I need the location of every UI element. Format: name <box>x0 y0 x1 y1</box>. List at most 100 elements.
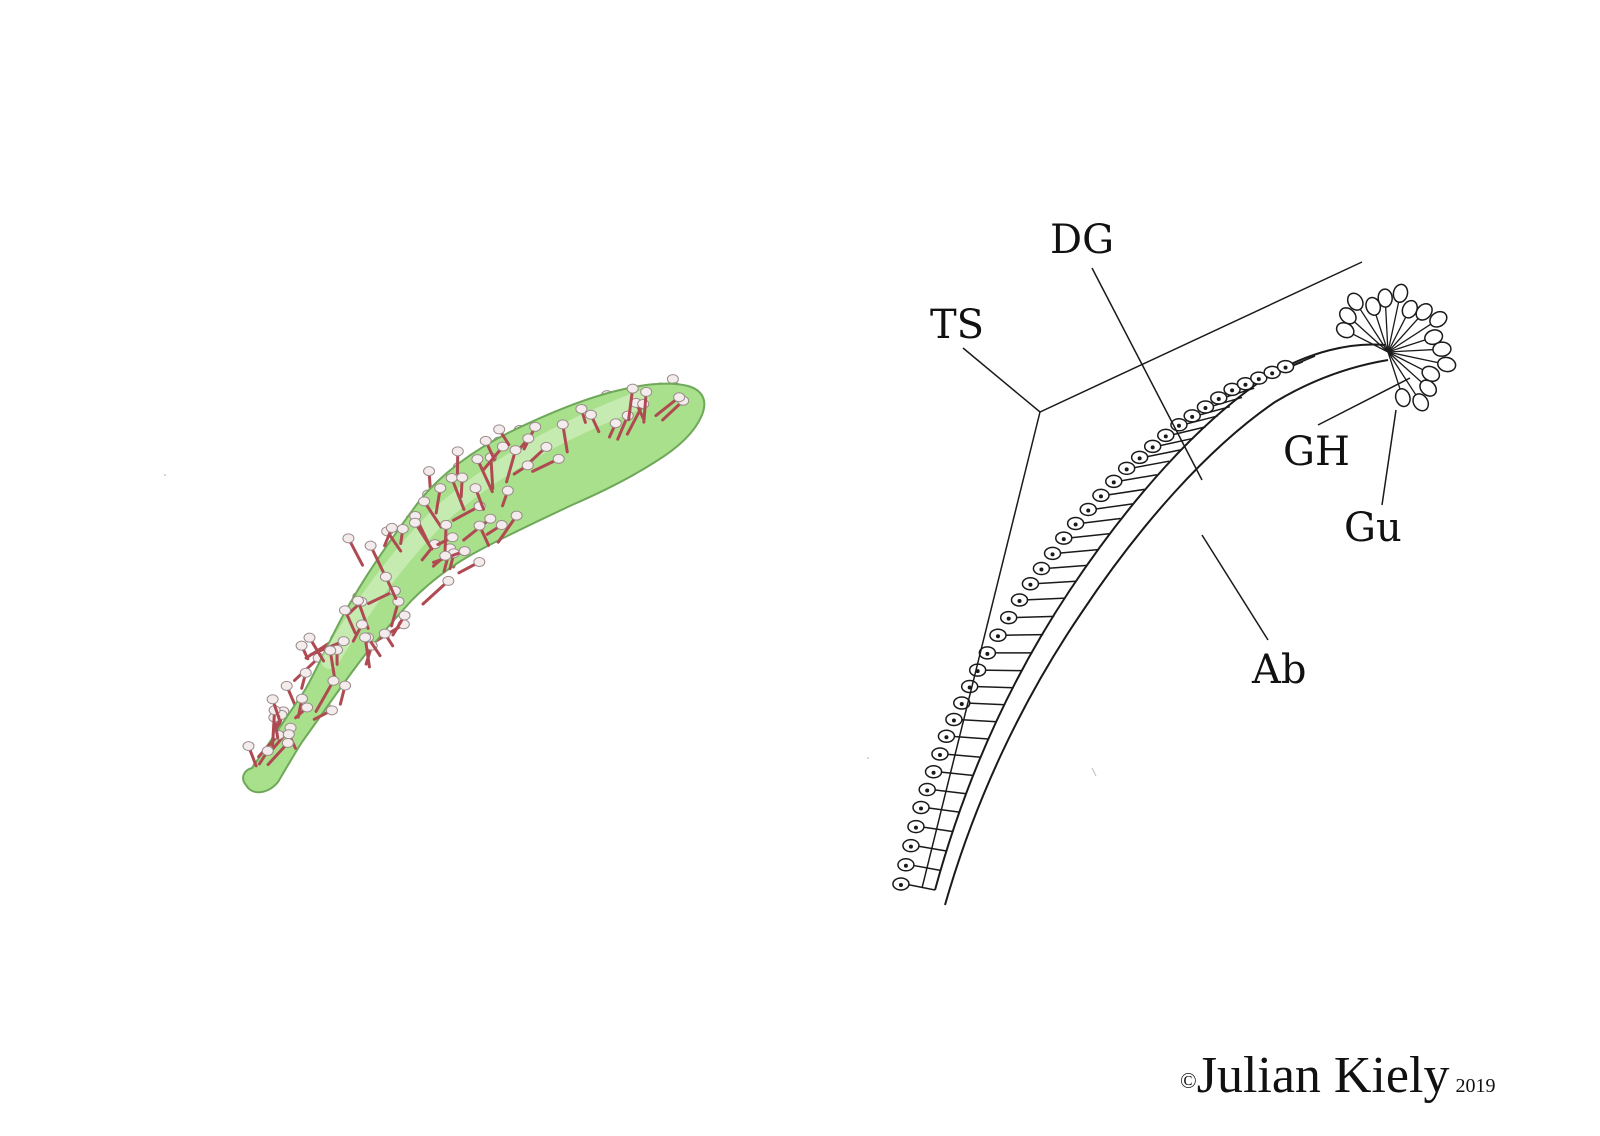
tentacle-gland <box>440 551 451 560</box>
line-gland-dot <box>1007 617 1011 621</box>
line-gland-dot <box>899 883 903 887</box>
tentacle-gland <box>296 641 307 650</box>
tentacle-gland <box>485 514 496 523</box>
line-gland-dot <box>1270 371 1274 375</box>
line-gland-dot <box>919 807 923 811</box>
tentacle-gland <box>424 467 435 476</box>
line-gland-dot <box>996 634 1000 638</box>
tentacle-gland <box>339 606 350 615</box>
label-ab: Ab <box>1252 650 1307 690</box>
tip-tentacle-gland <box>1378 289 1393 308</box>
line-gland-dot <box>1062 537 1066 541</box>
line-gland-dot <box>1074 522 1078 526</box>
line-tentacle-stalk <box>1045 565 1087 568</box>
tentacle-gland <box>472 455 483 464</box>
line-gland-dot <box>1051 552 1055 556</box>
tentacle-gland <box>494 425 505 434</box>
label-ts: TS <box>930 305 984 345</box>
tentacle-gland <box>480 436 491 445</box>
tentacle-gland <box>267 695 278 704</box>
tentacle-gland <box>452 447 463 456</box>
ts-leader-line <box>963 262 1362 412</box>
line-gland-dot <box>1243 383 1247 387</box>
line-gland-dot <box>944 735 948 739</box>
tentacle-gland <box>576 404 587 413</box>
line-tentacles <box>893 356 1315 890</box>
line-gland-dot <box>1039 568 1043 572</box>
line-gland-dot <box>1028 583 1032 587</box>
line-gland-dot <box>1284 366 1288 370</box>
line-gland-dot <box>1018 599 1022 603</box>
tentacle-gland <box>530 422 541 431</box>
tentacle-gland <box>281 681 292 690</box>
tentacle-gland <box>667 375 678 384</box>
colored-leaf-illustration <box>243 375 704 793</box>
tentacle-stalk <box>273 710 275 745</box>
tentacle-gland <box>338 637 349 646</box>
line-gland-dot <box>985 652 989 656</box>
line-tentacle-stalk <box>938 772 974 776</box>
label-dg: DG <box>1050 220 1114 260</box>
line-gland-dot <box>938 753 942 757</box>
line-gland-dot <box>952 718 956 722</box>
tentacle-gland <box>510 446 521 455</box>
tentacle-gland <box>446 473 457 482</box>
line-tentacle-stalk <box>1057 550 1098 554</box>
tentacle-gland <box>641 387 652 396</box>
tentacle-gland <box>522 461 533 470</box>
line-gland-dot <box>909 845 913 849</box>
tentacle-gland <box>399 611 410 620</box>
tentacle-gland <box>328 676 339 685</box>
tentacle-gland <box>441 520 452 529</box>
tentacle-gland <box>419 497 430 506</box>
line-tentacle-stalk <box>1002 635 1043 636</box>
line-gland-dot <box>1125 467 1129 471</box>
tentacle-gland <box>340 681 351 690</box>
tentacle-gland <box>380 572 391 581</box>
tentacle-gland <box>585 410 596 419</box>
tentacle-gland <box>300 668 311 677</box>
copyright-symbol: © <box>1180 1068 1197 1093</box>
line-gland-dot <box>932 771 936 775</box>
tentacle-gland <box>302 703 313 712</box>
tentacle-gland <box>243 742 254 751</box>
line-tentacle-stalk <box>1118 475 1157 482</box>
gu-leader-line <box>1382 410 1396 505</box>
line-tentacle-stalk <box>1024 598 1066 600</box>
tip-tentacle-gland <box>1393 387 1412 408</box>
tentacle-gland <box>343 534 354 543</box>
tentacle-gland <box>511 511 522 520</box>
line-tentacle-stalk <box>944 754 981 757</box>
tentacle-gland <box>262 746 273 755</box>
author-name: Julian Kiely <box>1197 1047 1450 1104</box>
line-gland-dot <box>1138 456 1142 460</box>
line-gland-dot <box>1086 508 1090 512</box>
stray-mark <box>164 474 166 476</box>
line-gland-dot <box>925 789 929 793</box>
line-gland-dot <box>960 702 964 706</box>
line-tentacle-stalk <box>950 736 988 739</box>
tip-gland-cluster <box>1334 283 1457 414</box>
line-gland-dot <box>1151 445 1155 449</box>
line-drawing-illustration <box>893 262 1457 905</box>
tip-tentacle-gland <box>1433 342 1452 357</box>
line-tentacle-stalk <box>1068 534 1109 538</box>
ab-leader-line <box>1202 535 1268 640</box>
tentacle-gland <box>553 454 564 463</box>
tentacle-gland <box>325 646 336 655</box>
line-gland-dot <box>914 826 918 830</box>
line-gland-dot <box>1177 424 1181 428</box>
tentacle-gland <box>304 633 315 642</box>
line-gland-dot <box>1164 434 1168 438</box>
tentacle-gland <box>360 633 371 642</box>
label-gu: Gu <box>1344 508 1402 548</box>
line-tentacle-stalk <box>966 703 1005 705</box>
tentacle-gland <box>674 393 685 402</box>
leaf-blade <box>243 384 704 793</box>
tentacle-gland <box>638 399 649 408</box>
tentacle-gland <box>557 420 568 429</box>
ts-bracket-line <box>922 412 1040 888</box>
tentacle-gland <box>457 473 468 482</box>
tip-tentacle-gland <box>1392 283 1409 304</box>
tentacle-gland <box>447 533 458 542</box>
